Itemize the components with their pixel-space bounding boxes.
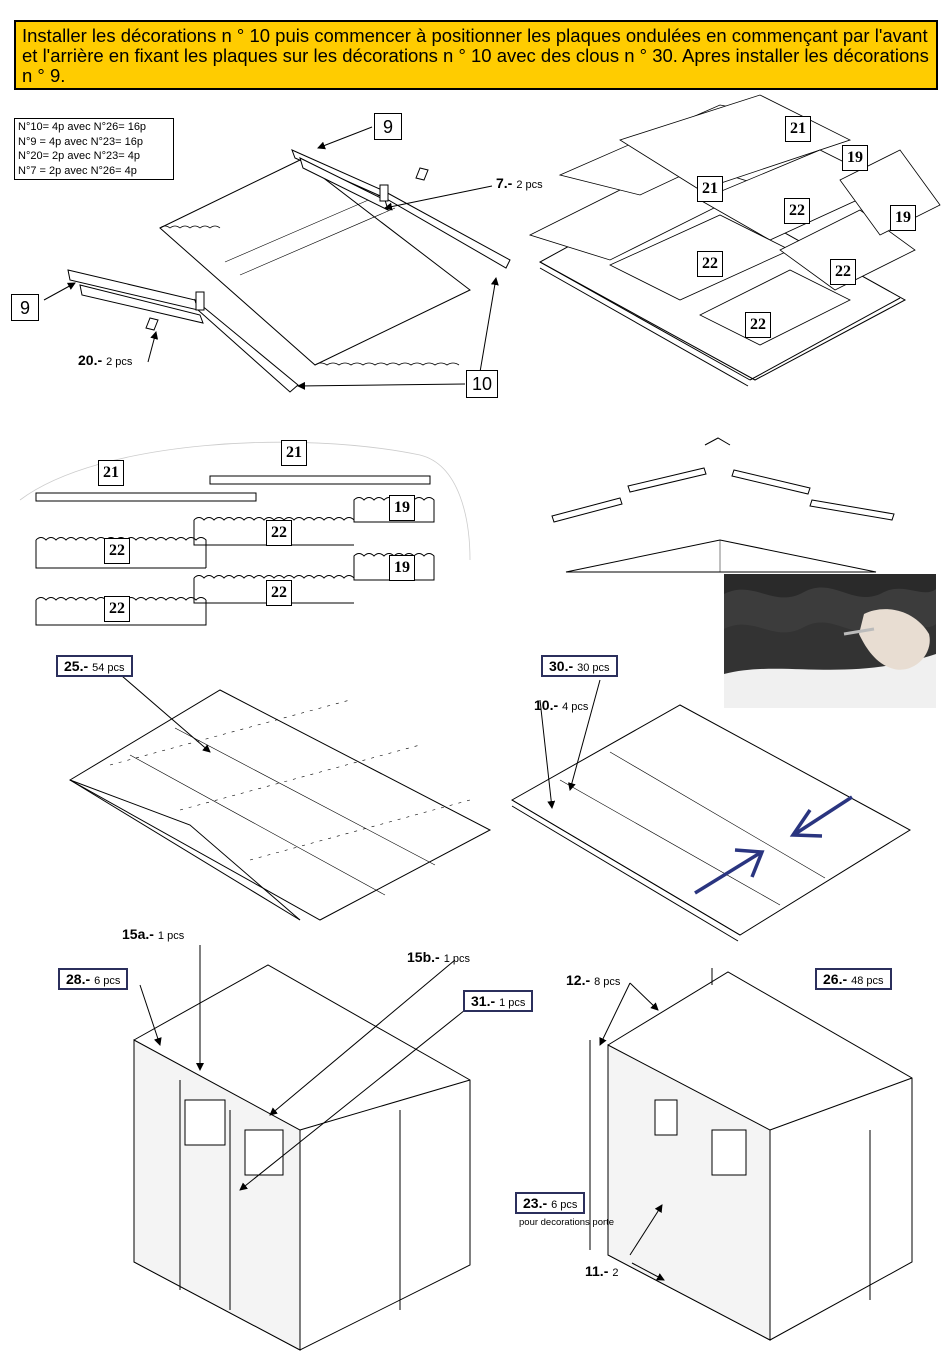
parts-legend: N°10= 4p avec N°26= 16p N°9 = 4p avec N°…	[14, 118, 174, 180]
part-label-15a: 15a.-1 pcs	[122, 926, 185, 942]
panel-number: 22	[697, 251, 723, 277]
panel-number: 22	[266, 580, 292, 606]
panel-layout-diagram	[19, 441, 471, 626]
panel-number: 21	[98, 460, 124, 486]
shed-left-diagram	[133, 945, 471, 1351]
panel-number: 21	[785, 116, 811, 142]
part-label-10: 10.-4 pcs	[534, 697, 589, 713]
panel-number: 22	[104, 596, 130, 622]
part-label-11: 11.-2	[585, 1263, 619, 1279]
panel-number: 22	[266, 520, 292, 546]
legend-row: N°9 = 4p avec N°23= 16p	[18, 135, 143, 148]
part-label-28: 28.-6 pcs	[58, 968, 129, 990]
roof-panels-diagram	[528, 94, 941, 387]
callout-9-top: 9	[374, 113, 402, 140]
shed-right-diagram	[589, 968, 913, 1341]
panel-number: 19	[389, 555, 415, 581]
panel-number: 19	[890, 205, 916, 231]
part-label-31: 31.-1 pcs	[463, 990, 534, 1012]
part-label-23: 23.-6 pcs	[515, 1192, 586, 1214]
roof-nails-diagram	[69, 675, 492, 921]
part-label-7: 7.-2 pcs	[496, 175, 543, 191]
roof-trim-diagram	[43, 126, 511, 393]
legend-row: N°20= 2p avec N°23= 4p	[18, 150, 140, 162]
part-label-26: 26.-48 pcs	[815, 968, 892, 990]
part-label-30: 30.-30 pcs	[541, 655, 618, 677]
gable-trim-diagram	[551, 437, 895, 573]
part-23-note: pour decorations porte	[519, 1217, 615, 1228]
panel-number: 19	[842, 145, 868, 171]
instruction-banner: Installer les décorations n ° 10 puis co…	[14, 20, 938, 90]
photo-drawing	[724, 574, 936, 708]
legend-row: N°7 = 2p avec N°26= 4p	[18, 164, 137, 177]
panel-number: 19	[389, 495, 415, 521]
panel-number: 22	[830, 259, 856, 285]
part-label-25: 25.-54 pcs	[56, 655, 133, 677]
part-label-15b: 15b.-1 pcs	[407, 949, 470, 965]
part-label-20: 20.-2 pcs	[78, 352, 133, 368]
panel-number: 21	[697, 176, 723, 202]
panel-number: 22	[784, 198, 810, 224]
nailing-photo	[724, 574, 936, 708]
callout-10: 10	[466, 370, 498, 398]
panel-number: 22	[104, 538, 130, 564]
panel-number: 21	[281, 440, 307, 466]
callout-9-left: 9	[11, 294, 39, 321]
part-label-12: 12.-8 pcs	[566, 972, 621, 988]
legend-row: N°10= 4p avec N°26= 16p	[18, 121, 147, 133]
roof-trim-nails-diagram	[511, 679, 911, 942]
panel-number: 22	[745, 312, 771, 338]
